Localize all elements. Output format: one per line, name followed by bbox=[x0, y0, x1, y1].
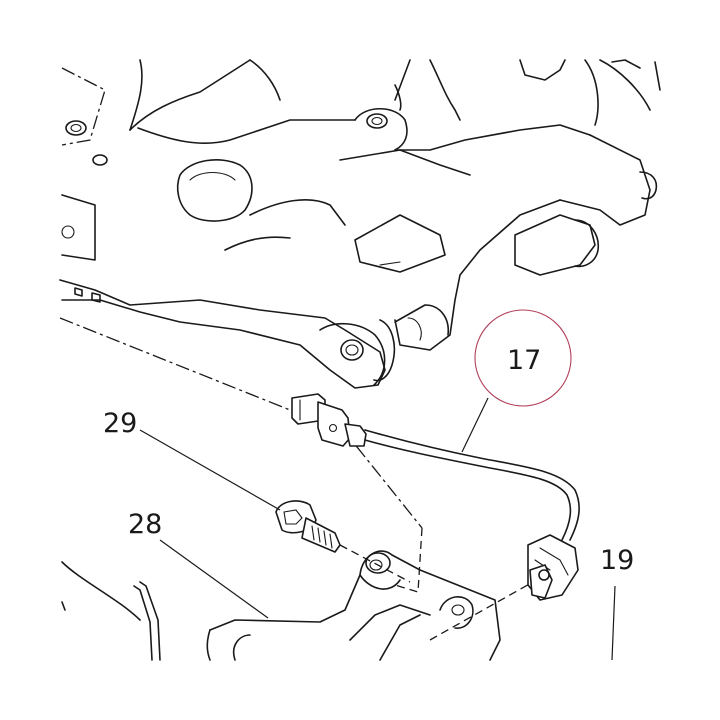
callout-17: 17 bbox=[507, 345, 541, 376]
leader-lines bbox=[139, 397, 616, 661]
highlight-circle-17 bbox=[474, 309, 572, 407]
reference-lines bbox=[59, 67, 541, 641]
bolt-part-29 bbox=[275, 500, 341, 553]
callout-19: 19 bbox=[600, 545, 634, 576]
bracket-part-28 bbox=[61, 550, 501, 661]
callout-29: 29 bbox=[103, 408, 137, 439]
frame-casting bbox=[59, 59, 661, 389]
sensor-cable-part-17 bbox=[291, 393, 580, 601]
callout-28: 28 bbox=[128, 509, 162, 540]
